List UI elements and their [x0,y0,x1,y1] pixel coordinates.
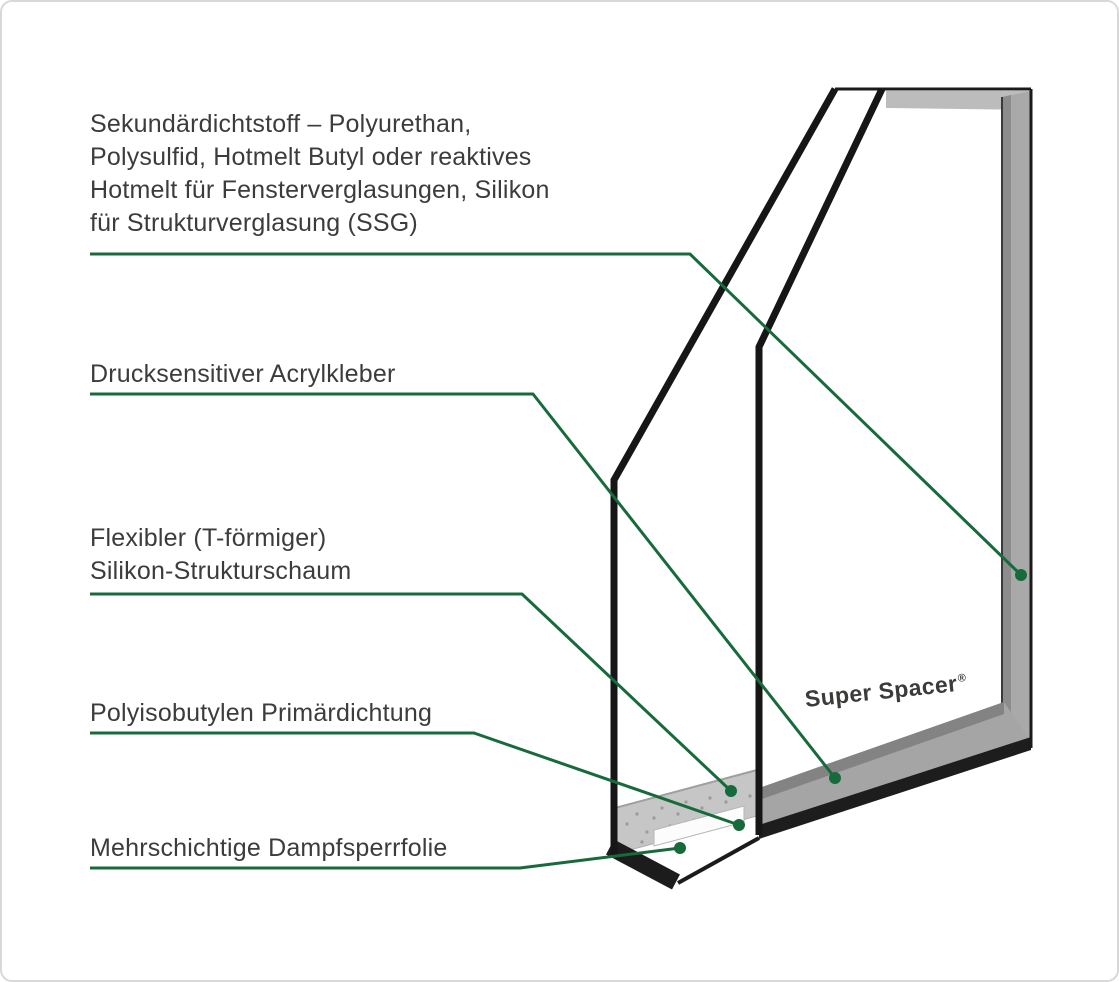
leader-dot-silicone-foam [725,785,737,797]
unit-bottom-edge-black [759,737,1031,839]
leader-dot-acrylic-adhesive [829,772,841,784]
spacer-top-strip [886,91,1031,110]
leader-line-silicone-foam [90,592,733,793]
spacer-bottom-band-top-stripe [759,702,1004,800]
leader-dot-vapor-barrier [674,842,686,854]
back-pane-glass [759,89,1031,837]
label-silicone-foam: Flexibler (T-förmiger) Silikon-Strukturs… [90,524,352,585]
label-acrylic-adhesive: Drucksensitiver Acrylkleber [90,360,396,388]
label-vapor-barrier: Mehrschichtige Dampfsperrfolie [90,834,448,862]
leader-dot-secondary-sealant [1015,569,1027,581]
leader-line-secondary-sealant [90,252,1023,577]
bottom-front-outline [677,836,760,885]
front-pane-edge [610,87,839,856]
bottom-front-cap [606,839,680,890]
label-primary-seal: Polyisobutylen Primärdichtung [90,699,433,727]
leader-line-vapor-barrier [90,846,681,870]
back-pane-edge [755,87,886,835]
label-secondary-sealant: Sekundärdichtstoff – Polyurethan, Polysu… [90,110,550,237]
spacer-right-band-inner-stripe [1002,95,1011,754]
leader-line-acrylic-adhesive [90,392,837,779]
leader-dots [674,569,1027,854]
glazing-unit [606,87,1033,890]
leader-line-primary-seal [90,731,740,827]
leader-lines [90,252,1023,870]
leader-dot-primary-seal [733,819,745,831]
registered-mark-icon: ® [957,672,967,685]
